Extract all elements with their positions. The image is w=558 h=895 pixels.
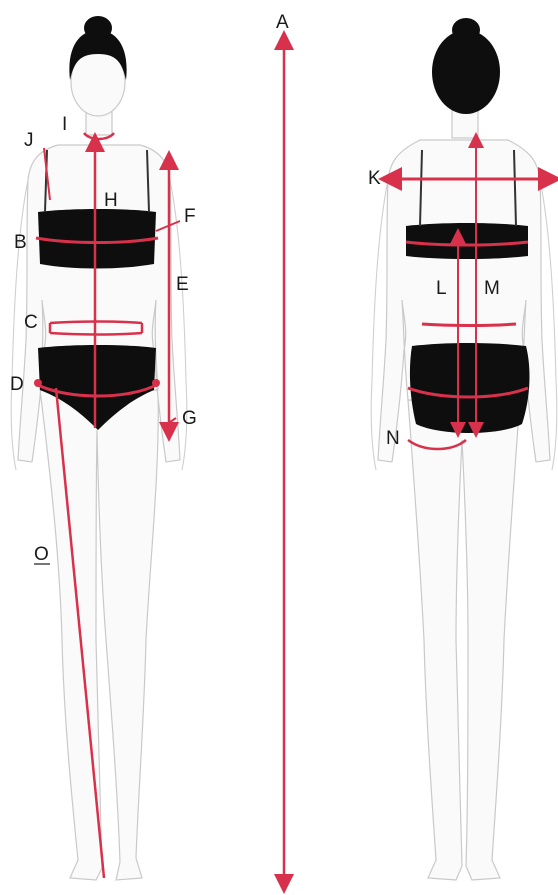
- label-b: B: [14, 232, 27, 253]
- label-h: H: [104, 190, 118, 211]
- back-bikini-top: [406, 223, 528, 259]
- back-hair-bun: [452, 18, 480, 42]
- front-figure: [11, 16, 187, 880]
- front-hair-bun: [84, 16, 112, 40]
- back-bikini-bottom: [410, 343, 530, 433]
- label-j: J: [24, 130, 34, 151]
- label-n: N: [386, 428, 400, 449]
- label-l: L: [436, 278, 447, 299]
- label-g: G: [182, 408, 197, 429]
- line-d-hip-right-dot: [152, 379, 160, 387]
- front-legs: [40, 390, 158, 880]
- label-d: D: [10, 374, 24, 395]
- label-f: F: [184, 206, 196, 227]
- back-legs: [408, 400, 520, 880]
- front-bikini-top: [38, 209, 156, 269]
- label-e: E: [176, 274, 189, 295]
- back-figure: [371, 18, 557, 880]
- label-o: O: [34, 544, 49, 565]
- label-i: I: [62, 114, 67, 135]
- label-k: K: [368, 168, 381, 189]
- back-head-hair: [432, 30, 500, 114]
- label-a: A: [276, 12, 289, 33]
- label-c: C: [24, 312, 38, 333]
- label-m: M: [484, 278, 500, 299]
- line-d-hip-left-dot: [34, 379, 42, 387]
